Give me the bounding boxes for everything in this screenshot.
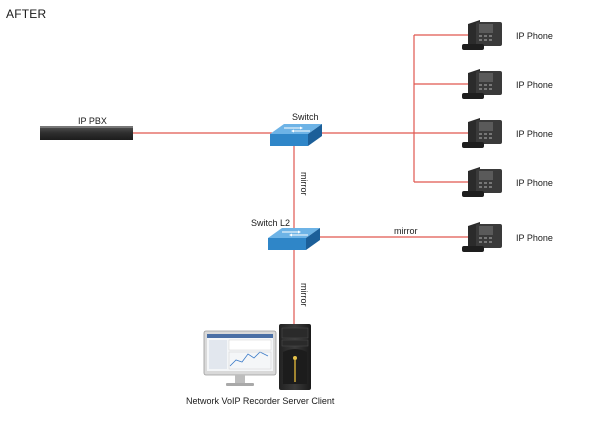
ip-pbx-device bbox=[40, 126, 133, 140]
page-title: AFTER bbox=[6, 7, 47, 21]
mirror-label-bottom: mirror bbox=[299, 283, 309, 307]
ip-phone-icon-4 bbox=[462, 167, 502, 197]
monitor-icon bbox=[203, 330, 277, 386]
switch-label: Switch bbox=[292, 112, 319, 122]
links bbox=[133, 34, 470, 328]
ip-phone-label-3: IP Phone bbox=[516, 129, 553, 139]
server-client-label: Network VoIP Recorder Server Client bbox=[186, 396, 335, 406]
ip-phone-icon-3 bbox=[462, 118, 502, 148]
ip-phone-icon-2 bbox=[462, 69, 502, 99]
ip-pbx-label: IP PBX bbox=[78, 116, 107, 126]
ip-phone-icon-5 bbox=[462, 222, 502, 252]
ip-phone-label-2: IP Phone bbox=[516, 80, 553, 90]
ip-phone-icon-1 bbox=[462, 20, 502, 50]
mirror-label-horizontal: mirror bbox=[394, 226, 418, 236]
switch-l2-label: Switch L2 bbox=[251, 218, 291, 228]
ip-phone-label-5: IP Phone bbox=[516, 233, 553, 243]
switch-l2-device bbox=[267, 227, 321, 251]
server-tower-icon bbox=[279, 324, 311, 390]
mirror-label-top: mirror bbox=[299, 172, 309, 196]
ip-phone-label-4: IP Phone bbox=[516, 178, 553, 188]
switch-device bbox=[269, 123, 323, 147]
ip-phone-label-1: IP Phone bbox=[516, 31, 553, 41]
